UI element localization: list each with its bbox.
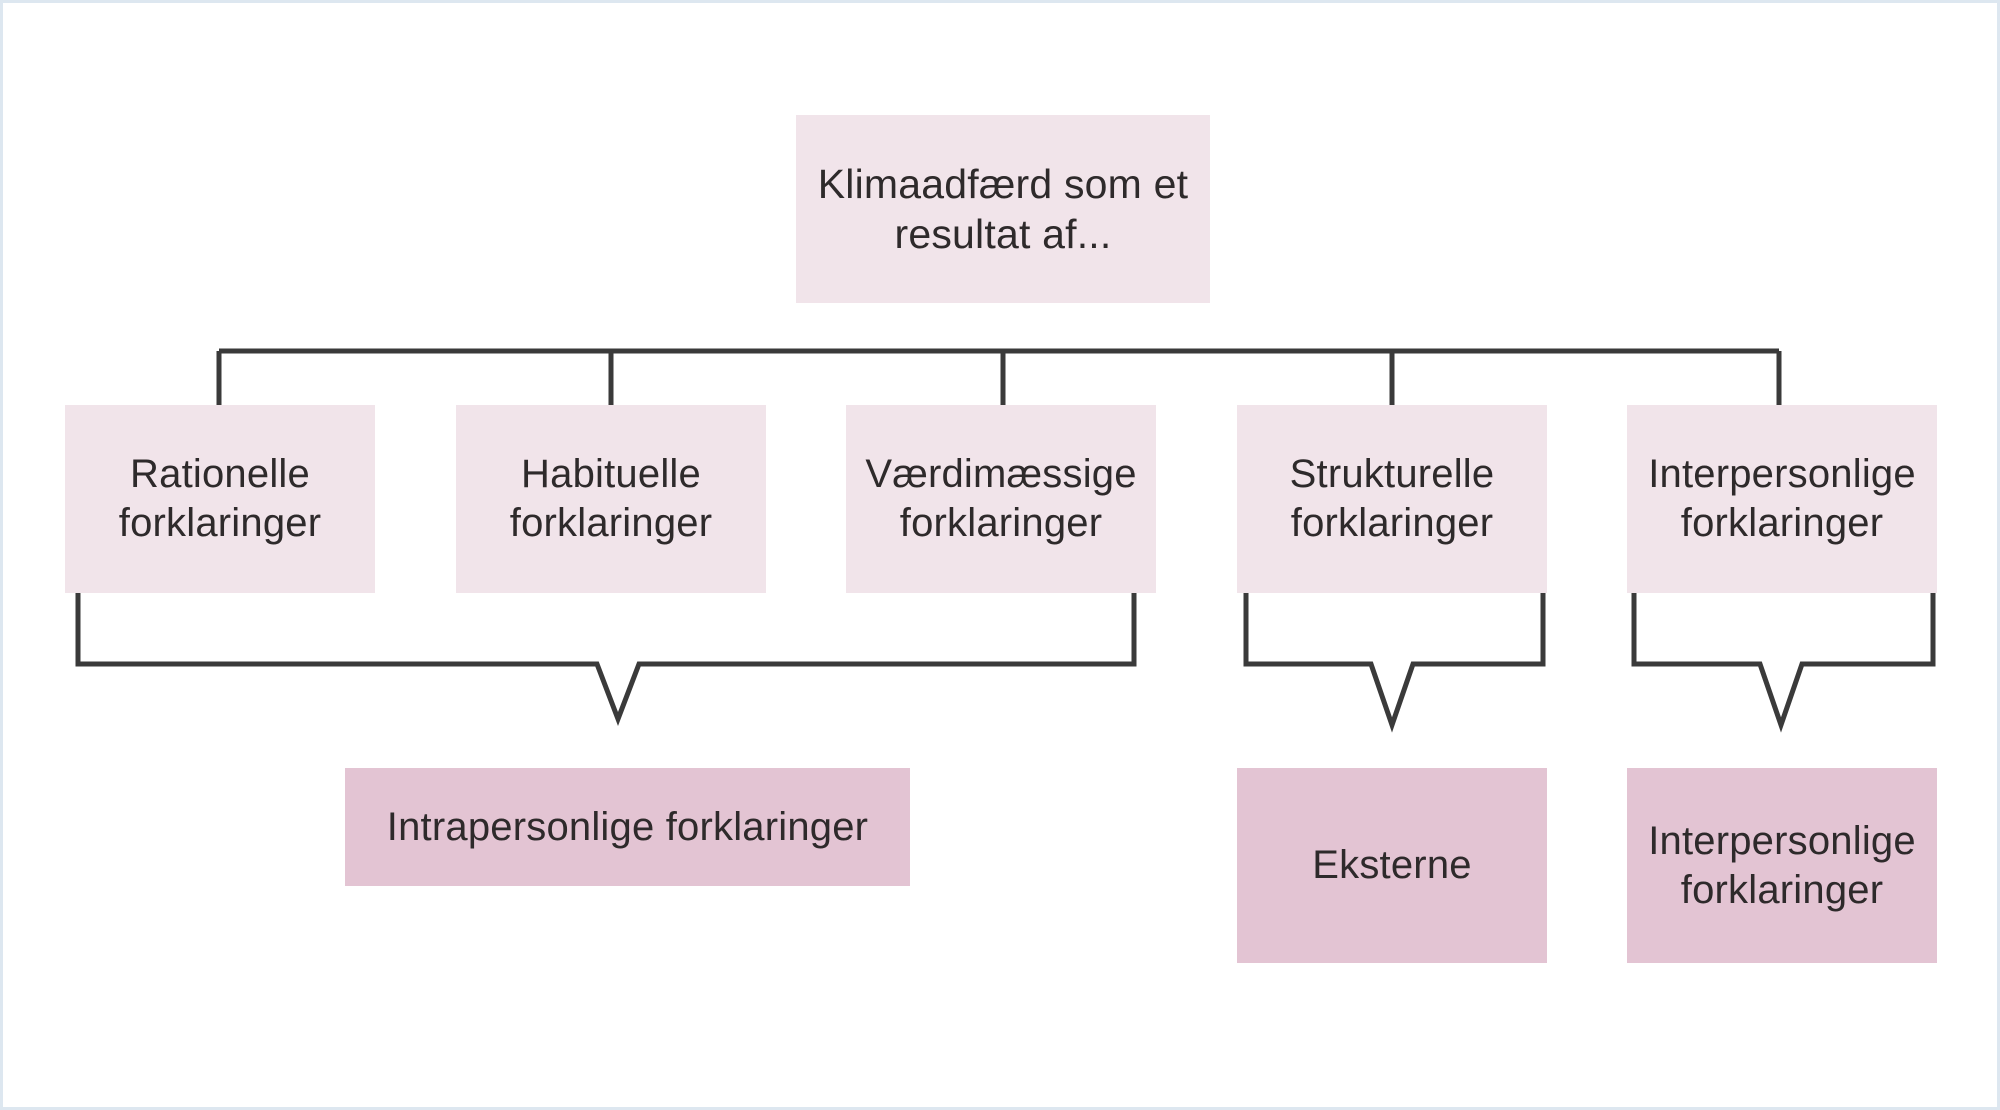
bracket-eksterne — [1243, 593, 1546, 733]
diagram-connectors — [75, 348, 1936, 733]
node-group-intrapersonlige[interactable]: Intrapersonlige forklaringer — [345, 768, 910, 886]
node-category-vaerdimaessige[interactable]: Værdimæssige forklaringer — [846, 405, 1156, 593]
bracket-intrapersonlige — [75, 593, 1137, 727]
node-root-klimaadfaerd[interactable]: Klimaadfærd som et resultat af... — [796, 115, 1210, 303]
node-category-interpersonlige[interactable]: Interpersonlige forklaringer — [1627, 405, 1937, 593]
node-group-interpersonlige-forklaringer[interactable]: Interpersonlige forklaringer — [1627, 768, 1937, 963]
bracket-interpersonlige — [1631, 593, 1936, 733]
node-category-rationelle[interactable]: Rationelle forklaringer — [65, 405, 375, 593]
node-category-habituelle[interactable]: Habituelle forklaringer — [456, 405, 766, 593]
node-group-eksterne[interactable]: Eksterne — [1237, 768, 1547, 963]
node-category-strukturelle[interactable]: Strukturelle forklaringer — [1237, 405, 1547, 593]
